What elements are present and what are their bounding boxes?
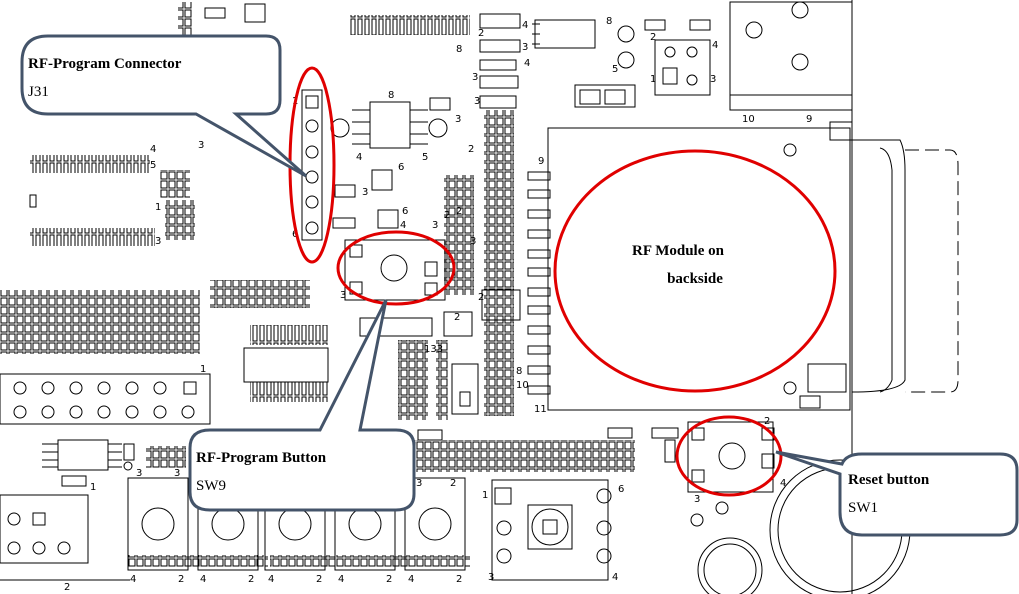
pin-label: 4 <box>780 478 786 489</box>
pin-label: 1 <box>200 364 206 375</box>
pin-label: 3 <box>470 236 476 247</box>
pin-label: 3 <box>694 494 700 505</box>
pin-label: 8 <box>388 90 394 101</box>
pin-label: 3 <box>198 140 204 151</box>
pin-label: 3 <box>416 478 422 489</box>
pin-label: 4 <box>408 574 414 585</box>
pin-label: 1 <box>650 74 656 85</box>
sw9-highlight <box>336 230 456 306</box>
pin-label: 4 <box>524 58 530 69</box>
rf-connector-callout <box>20 34 307 178</box>
rf-connector-title: RF-Program Connector <box>28 56 182 72</box>
pin-label: 2 <box>456 206 462 217</box>
pin-label: 2 <box>478 292 484 303</box>
pin-label: 2 <box>386 574 392 585</box>
pin-label: 1 <box>482 490 488 501</box>
pin-label: 4 <box>712 40 718 51</box>
pin-label: 3 <box>174 468 180 479</box>
pin-label: 3 <box>522 42 528 53</box>
pin-label: 2 <box>456 574 462 585</box>
pin-label: 2 <box>450 478 456 489</box>
pin-label: 3 <box>455 114 461 125</box>
pin-label: 3 <box>710 74 716 85</box>
pin-label: 3 <box>474 96 480 107</box>
pin-label: 10 <box>742 114 755 125</box>
rf-connector-ref: J31 <box>28 84 49 100</box>
reset-ref: SW1 <box>848 500 878 516</box>
pin-label: 8 <box>606 16 612 27</box>
pin-label: 9 <box>538 156 544 167</box>
rf-module-label-line1: RF Module on <box>632 243 725 259</box>
pin-label: 2 <box>764 416 770 427</box>
pin-label: 1 <box>155 202 161 213</box>
pin-label: 8 <box>456 44 462 55</box>
pin-label: 4 <box>356 152 362 163</box>
pin-label: 2 <box>468 144 474 155</box>
pin-label: 3 <box>432 220 438 231</box>
pin-label: 6 <box>402 206 408 217</box>
pin-label: 6 <box>618 484 624 495</box>
pin-label: 6 <box>398 162 404 173</box>
pin-label: 5 <box>150 160 156 171</box>
pin-label: 4 <box>268 574 274 585</box>
pin-label: 2 <box>650 32 656 43</box>
pin-label: 1 <box>90 482 96 493</box>
highlights <box>288 66 837 497</box>
pin-label: 4 <box>338 574 344 585</box>
pin-label: 5 <box>612 64 618 75</box>
pin-label: 3 <box>488 572 494 583</box>
rf-module-highlight <box>553 149 837 393</box>
pin-label: 4 <box>130 574 136 585</box>
pin-label: 4 <box>522 20 528 31</box>
rf-module-label-line2: backside <box>667 271 723 287</box>
reset-title: Reset button <box>848 472 930 488</box>
j31-highlight <box>288 66 336 264</box>
pin-label: 3 <box>155 236 161 247</box>
pin-label: 10 <box>516 380 529 391</box>
sw1-highlight <box>675 415 783 497</box>
pin-label: 2 <box>316 574 322 585</box>
pin-label: 9 <box>806 114 812 125</box>
rf-button-title: RF-Program Button <box>196 450 327 466</box>
pin-label: 2 <box>248 574 254 585</box>
pin-label: 2 <box>478 28 484 39</box>
pin-label: 2 <box>454 312 460 323</box>
pin-label: 133 <box>424 344 443 355</box>
pin-label: 11 <box>534 404 547 415</box>
rf-button-ref: SW9 <box>196 478 226 494</box>
pin-label: 4 <box>200 574 206 585</box>
pin-label: 2 <box>178 574 184 585</box>
pin-label: 4 <box>150 144 156 155</box>
pin-label: 4 <box>612 572 618 583</box>
pin-label: 2 <box>64 582 70 593</box>
pin-label: 2 <box>444 210 450 221</box>
pin-label: 8 <box>516 366 522 377</box>
pin-label: 3 <box>340 290 346 301</box>
pin-label: 3 <box>472 72 478 83</box>
reset-callout <box>775 450 1019 537</box>
pin-label: 3 <box>362 187 368 198</box>
pin-label: 5 <box>422 152 428 163</box>
rf-button-callout <box>188 299 416 512</box>
pin-label: 4 <box>400 220 406 231</box>
pin-label: 3 <box>136 468 142 479</box>
